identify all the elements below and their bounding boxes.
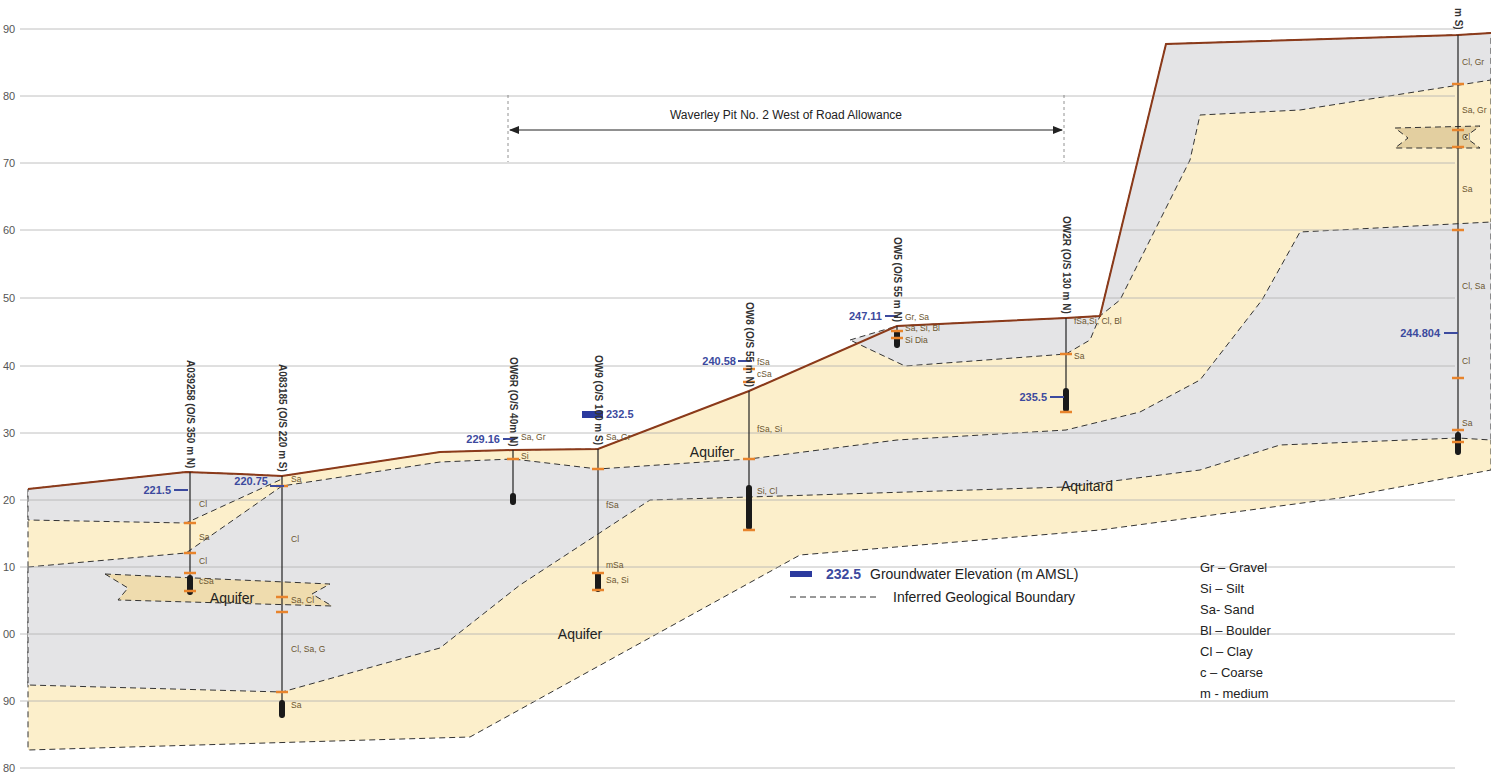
lithology-label: Sa, Gr (606, 433, 631, 443)
legend-text: Inferred Geological Boundary (893, 589, 1075, 605)
legend-value: 232.5 (826, 566, 861, 582)
lithology-label: Sa (1074, 352, 1084, 362)
lithology-label: Cl (1462, 357, 1470, 367)
axis-value: 90 (3, 695, 15, 708)
borehole-name: OW2R (O/S 130 m N) (1060, 216, 1072, 314)
groundwater-elevation: 244.804 (1400, 327, 1440, 340)
borehole-name: A083185 (O/S 220 m S) (276, 364, 288, 472)
lithology-label: Cl (291, 535, 299, 545)
abbreviation-key: Si – Silt (1200, 582, 1244, 597)
lithology-label: fSa,Si, Cl, Bl (1074, 317, 1122, 327)
lithology-label: Sa, Cl (291, 596, 314, 606)
lithology-label: fSa (606, 501, 619, 511)
axis-value: 10 (3, 561, 15, 574)
borehole-name: OW8 (O/S 55 m N) (743, 302, 755, 387)
lithology-label: cSa (199, 577, 214, 587)
axis-value: 30 (3, 427, 15, 440)
lithology-label: Cl, Sa (1462, 282, 1485, 292)
borehole-name: OW9 (O/S 100 m S) (592, 355, 604, 445)
lithology-label: Sa (291, 701, 301, 711)
lithology-label: Sa (199, 533, 209, 543)
lithology-label: Sa, Gr (521, 433, 546, 443)
lithology-label: Gr, Sa (905, 313, 929, 323)
lithology-label: Cl (1462, 133, 1470, 143)
lithology-label: Si, Cl (757, 487, 777, 497)
borehole-name: A039258 (O/S 350 m N) (184, 360, 196, 468)
unit-label: Aquifer (558, 626, 602, 642)
lithology-label: Sa, Gr (1462, 106, 1487, 116)
lithology-label: Sa (1462, 185, 1472, 195)
legend-text: Groundwater Elevation (m AMSL) (870, 566, 1079, 582)
axis-value: 80 (3, 90, 15, 103)
groundwater-elevation: 235.5 (1019, 391, 1047, 404)
borehole-name: OW5 (O/S 55 m N) (891, 237, 903, 322)
borehole-name: m S) (1452, 8, 1464, 30)
groundwater-elevation: 240.58 (702, 355, 736, 368)
abbreviation-key: m - medium (1200, 687, 1269, 702)
axis-value: 90 (3, 23, 15, 36)
groundwater-elevation: 232.5 (606, 408, 634, 421)
axis-value: 80 (3, 762, 15, 775)
borehole-name: OW6R (O/S 40m N) (507, 357, 519, 446)
lithology-label: Sa, Si (606, 576, 629, 586)
unit-label: Aquifer (690, 444, 734, 460)
lithology-label: Cl, Sa, G (291, 645, 325, 655)
extent-label: Waverley Pit No. 2 West of Road Allowanc… (670, 109, 902, 123)
abbreviation-key: Bl – Boulder (1200, 624, 1271, 639)
axis-value: 70 (3, 157, 15, 170)
groundwater-elevation: 220.75 (234, 475, 268, 488)
lithology-label: Si Dia (905, 336, 928, 346)
abbreviation-key: c – Coarse (1200, 666, 1263, 681)
lithology-label: Sa (291, 475, 301, 485)
lithology-label: Cl (199, 500, 207, 510)
axis-value: 40 (3, 360, 15, 373)
lithology-label: fSa, Si (757, 425, 782, 435)
axis-value: 00 (3, 628, 15, 641)
abbreviation-key: Cl – Clay (1200, 645, 1253, 660)
lithology-label: cSa (757, 370, 772, 380)
lithology-label: Sa (1462, 419, 1472, 429)
axis-value: 50 (3, 292, 15, 305)
axis-value: 60 (3, 224, 15, 237)
abbreviation-key: Sa- Sand (1200, 603, 1254, 618)
axis-value: 20 (3, 494, 15, 507)
unit-label: Aquitard (1061, 478, 1113, 494)
lithology-label: mSa (606, 561, 623, 571)
groundwater-elevation: 247.11 (849, 310, 882, 323)
groundwater-elevation: 229.16 (466, 433, 500, 446)
unit-label: Aquifer (210, 590, 254, 606)
abbreviation-key: Gr – Gravel (1200, 561, 1267, 576)
lithology-label: Si (521, 452, 529, 462)
lithology-label: Sa, Si, Bl (905, 324, 940, 334)
lithology-label: Cl (199, 557, 207, 567)
groundwater-elevation: 221.5 (143, 484, 171, 497)
lithology-label: fSa (757, 358, 770, 368)
lithology-label: Cl, Gr (1462, 58, 1484, 68)
